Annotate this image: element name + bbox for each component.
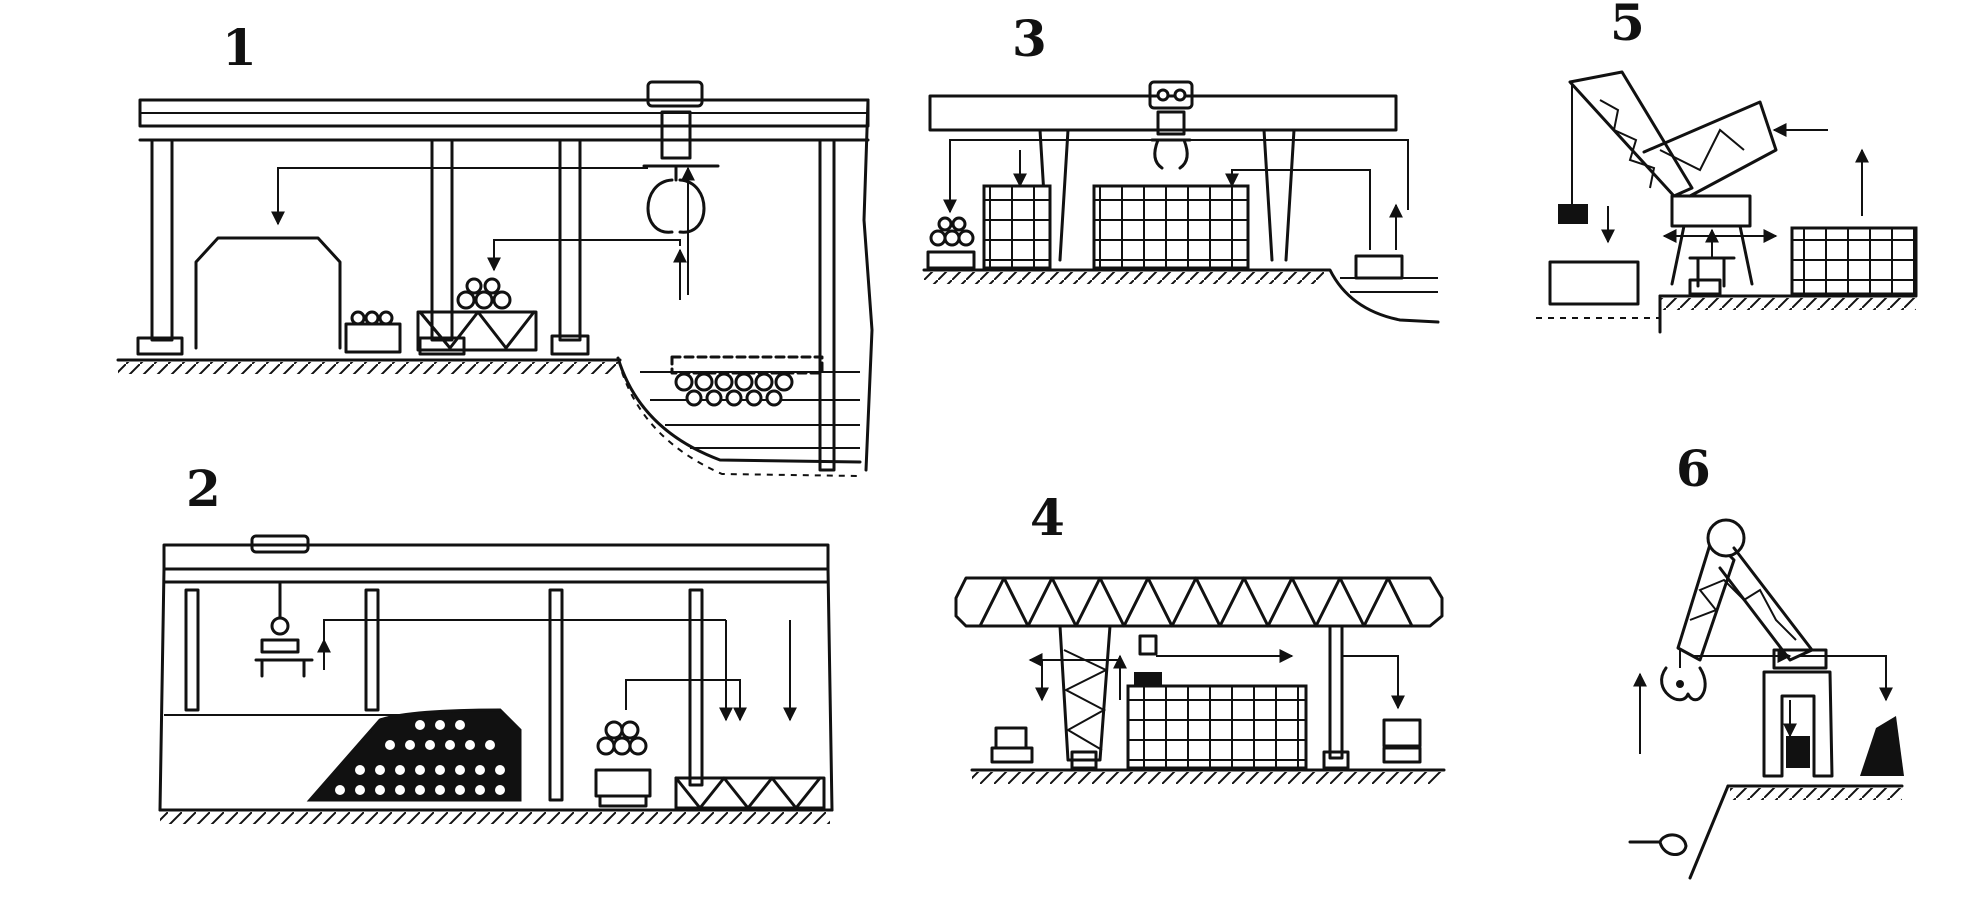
panel-2: 2 <box>158 459 834 824</box>
container-stack <box>982 184 1052 270</box>
portal-crane-boom <box>1676 518 1814 668</box>
gantry-truss <box>954 576 1444 628</box>
log-pile <box>306 708 522 802</box>
grab-bucket-icon <box>1150 138 1192 170</box>
spreader-icon <box>1134 634 1162 686</box>
panel-5: 5 <box>1536 0 1918 334</box>
barge-cargo <box>1354 254 1404 280</box>
crane-runway-beam <box>162 543 830 571</box>
container-stack <box>1092 184 1250 270</box>
storage-platform <box>674 776 826 810</box>
panel-label-3: 3 <box>1012 9 1047 68</box>
storage-platform <box>344 277 538 354</box>
grab-bucket-icon <box>1628 833 1688 856</box>
panel-4: 4 <box>954 488 1446 784</box>
material-flow-arrows <box>271 166 695 300</box>
storage-shed <box>194 236 342 350</box>
panel-label-1: 1 <box>222 18 257 77</box>
material-flow-arrows <box>943 139 1409 250</box>
container-stack <box>1790 226 1918 296</box>
rail-wagon <box>594 720 652 808</box>
truck-cargo <box>990 718 1422 764</box>
material-flow-arrows <box>1633 649 1893 754</box>
barge-cargo <box>1548 260 1640 306</box>
crane-hook-icon <box>1558 190 1588 224</box>
material-flow-arrows <box>1028 649 1405 710</box>
gantry-legs <box>1058 624 1350 770</box>
panel-label-6: 6 <box>1676 439 1711 498</box>
overhead-crane-trolley <box>642 80 720 234</box>
barge-cargo <box>670 355 824 407</box>
panel-label-5: 5 <box>1610 0 1645 52</box>
panel-label-4: 4 <box>1030 488 1065 547</box>
panel-label-2: 2 <box>186 459 221 518</box>
panel-1: 1 <box>116 18 874 477</box>
portal-structure <box>1762 648 1834 778</box>
portal-crane-boom <box>1568 70 1778 198</box>
bulk-pile <box>1860 716 1904 776</box>
ground-line <box>922 268 1440 324</box>
gantry-trolley <box>1148 80 1194 170</box>
truck-cargo <box>926 216 976 270</box>
water <box>1340 277 1438 293</box>
grab-bucket-icon <box>646 178 706 234</box>
crane-hook-icon <box>254 582 314 678</box>
panel-3: 3 <box>922 9 1440 324</box>
material-flow-arrows <box>1601 123 1869 258</box>
quay-slope <box>616 356 862 464</box>
grab-bucket-icon <box>1660 666 1707 702</box>
material-flow-arrows <box>317 619 797 722</box>
container-stack <box>1126 684 1308 770</box>
overhead-crane-trolley <box>250 534 310 554</box>
panel-6: 6 <box>1628 439 1904 880</box>
